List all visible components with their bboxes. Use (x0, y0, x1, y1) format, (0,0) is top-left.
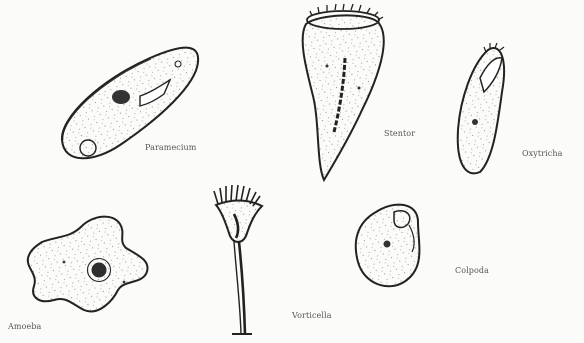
colpoda-nucleus (384, 241, 391, 248)
label-colpoda: Colpoda (455, 266, 489, 275)
label-oxytricha: Oxytricha (522, 149, 563, 158)
oxytricha-drawing (458, 43, 504, 173)
label-paramecium: Paramecium (145, 143, 196, 152)
stentor-drawing (303, 4, 384, 180)
label-vorticella: Vorticella (292, 311, 332, 320)
amoeba-drawing (28, 217, 148, 312)
paramecium-macronucleus (112, 90, 130, 104)
paramecium-drawing (62, 48, 198, 159)
amoeba-nucleus (92, 263, 107, 278)
colpoda-drawing (356, 205, 420, 287)
label-stentor: Stentor (384, 129, 415, 138)
vorticella-drawing (214, 185, 262, 334)
oxytricha-nucleus (472, 119, 478, 125)
label-amoeba: Amoeba (8, 322, 41, 331)
